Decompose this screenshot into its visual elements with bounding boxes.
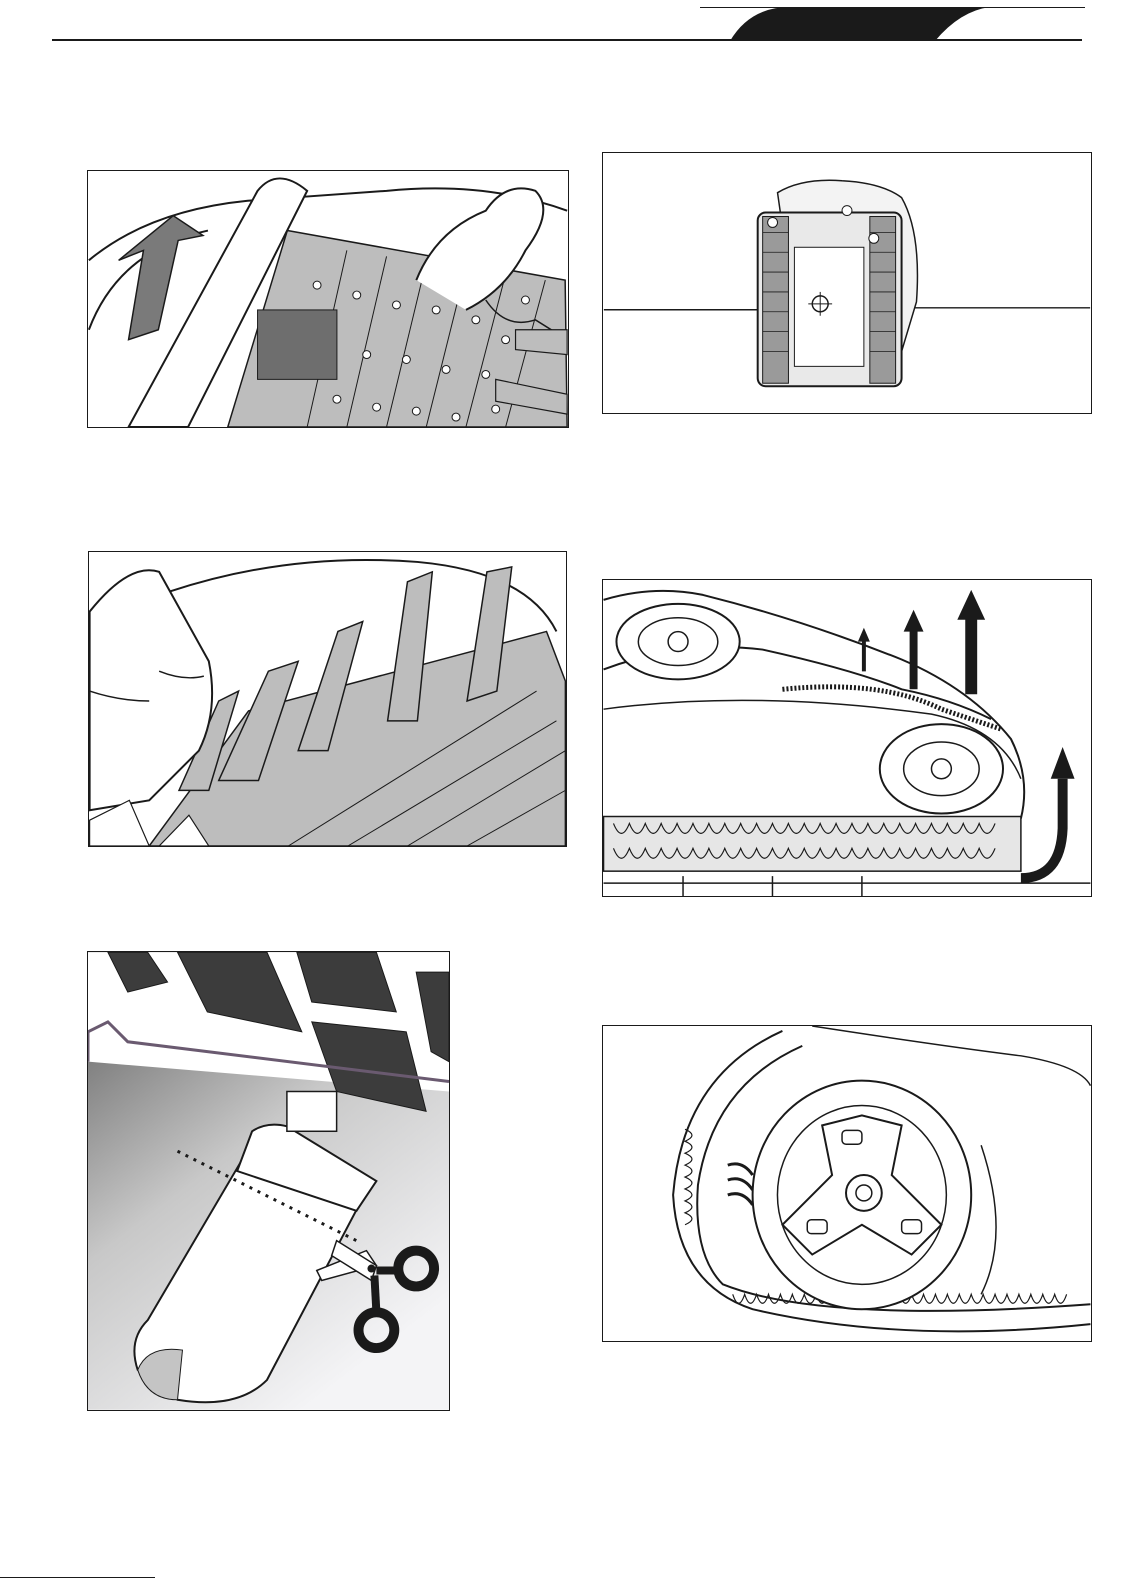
figure-brush-install xyxy=(88,551,567,847)
figure-track-wheel xyxy=(602,1025,1092,1342)
brush-trim-illustration xyxy=(88,952,449,1410)
figure-track-removal xyxy=(602,579,1092,897)
track-wheel-illustration xyxy=(603,1026,1091,1341)
figure-brush-removal xyxy=(87,170,569,428)
header-tab-shape xyxy=(720,7,1020,41)
footer-rule xyxy=(0,1577,155,1578)
figure-brush-trim xyxy=(87,951,450,1411)
figure-robot-top-view xyxy=(602,152,1092,414)
track-removal-illustration xyxy=(603,580,1091,896)
robot-top-view-illustration xyxy=(603,153,1091,413)
brush-install-illustration xyxy=(89,552,566,846)
brush-removal-illustration xyxy=(88,171,568,427)
